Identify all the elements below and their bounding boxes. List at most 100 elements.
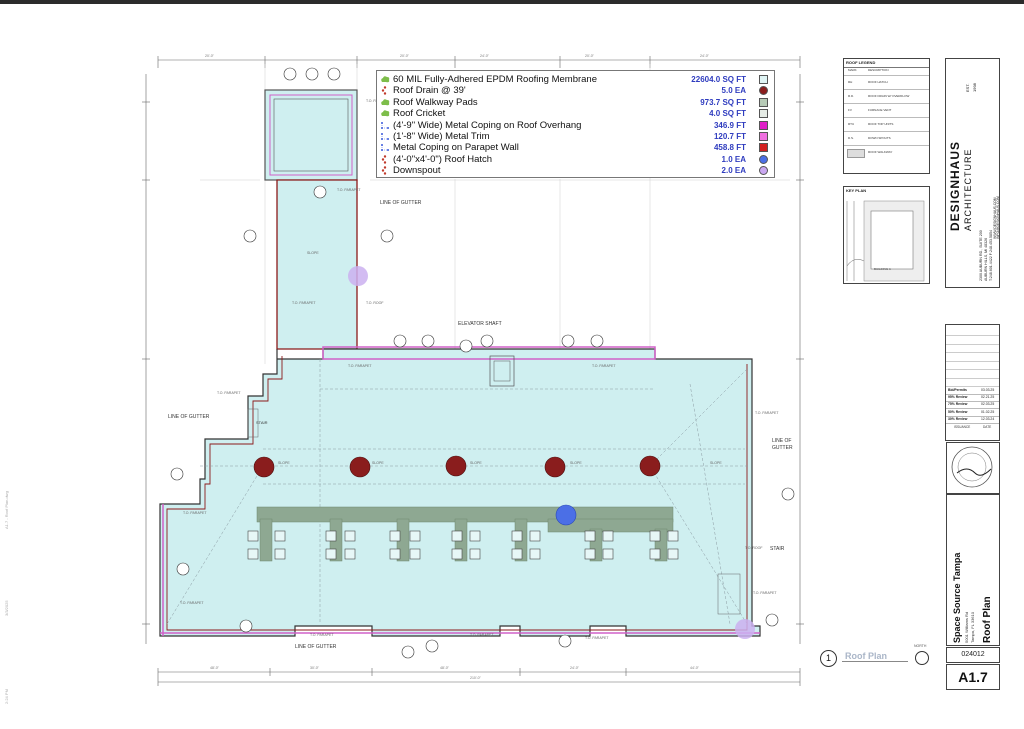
- roof-legend-desc: ROOF TOP UNITS: [868, 122, 894, 126]
- issuance-label: 75% Review: [948, 402, 968, 407]
- project-address-1: 5001 Williams Rd: [964, 611, 969, 643]
- stair-label-left: STAIR: [256, 420, 268, 425]
- roof-drains: [253, 455, 661, 478]
- line-of-gutter-bottom: LINE OF GUTTER: [295, 644, 337, 650]
- legend-swatch: [759, 132, 768, 141]
- legend-item-description: Roof Walkway Pads: [393, 96, 478, 108]
- firm-address-2: AUBURN HILLS, MI 48326: [984, 237, 988, 281]
- roof-legend-row: R.D. ROOF DRAIN W/ OVERFLOW: [844, 89, 929, 104]
- svg-text:SLOPE: SLOPE: [278, 461, 290, 465]
- svg-text:T.O. PARAPET: T.O. PARAPET: [292, 301, 316, 305]
- window-top-bar: [0, 0, 1024, 4]
- issuance-date: 02.03.25: [981, 402, 995, 407]
- legend-item: Roof Drain @ 39'5.0 EA: [377, 85, 772, 96]
- professional-seal: [946, 442, 1000, 494]
- svg-text:T.O. ROOF: T.O. ROOF: [745, 546, 763, 550]
- elevator-shaft: [489, 355, 515, 387]
- legend-item-quantity: 120.7 FT: [713, 132, 746, 141]
- elevator-shaft-label: ELEVATOR SHAFT: [458, 321, 502, 327]
- legend-item: 60 MIL Fully-Adhered EPDM Roofing Membra…: [377, 74, 772, 85]
- dot-chain-icon: [380, 86, 390, 96]
- roof-hatch: [555, 504, 577, 526]
- roof-legend-row: RTU ROOF TOP UNITS: [844, 117, 929, 132]
- svg-text:T.O. PARAPET: T.O. PARAPET: [585, 636, 609, 640]
- issuance-table: Bid/Permits 03.03.25 95% Review 02.21.25 75%…: [945, 324, 1000, 441]
- drawing-title: 1 Roof Plan NORTH: [820, 644, 935, 674]
- svg-text:24'-0": 24'-0": [480, 54, 490, 58]
- cloud-icon: [380, 109, 390, 118]
- legend-swatch: [759, 154, 768, 164]
- issuance-header-label: ISSUANCE: [954, 424, 971, 429]
- issuance-label: 95% Review: [948, 394, 968, 399]
- line-of-gutter-left: LINE OF GUTTER: [168, 414, 210, 420]
- stair-lines: [247, 408, 741, 615]
- legend-swatch: [759, 75, 768, 84]
- project-name: Space Source Tampa: [952, 552, 962, 643]
- roof-legend-desc: ROOF DRAIN W/ OVERFLOW: [868, 94, 910, 98]
- drawing-number-circle: 1: [820, 650, 837, 667]
- svg-text:48'-0": 48'-0": [440, 666, 450, 670]
- seal-stamp-icon: [951, 446, 993, 488]
- roof-legend-header-mark: MARK: [848, 68, 857, 72]
- svg-text:T.O. PARAPET: T.O. PARAPET: [755, 411, 779, 415]
- svg-text:210'-0": 210'-0": [470, 676, 482, 680]
- svg-text:SLOPE: SLOPE: [307, 251, 319, 255]
- issuance-blank-row: [946, 327, 999, 336]
- firm-est: EST.: [965, 83, 970, 92]
- roof-slope-lines: [166, 359, 750, 625]
- roof-upper-tower: [264, 89, 358, 350]
- drawing-name: Roof Plan: [845, 651, 887, 661]
- dotted-line-icon: [380, 132, 390, 141]
- roof-legend-desc: ROOF WALKWAY: [868, 150, 893, 154]
- issuance-label: 50% Review: [948, 409, 968, 414]
- dotted-line-icon: [380, 121, 390, 130]
- legend-item-quantity: 2.0 EA: [721, 166, 746, 176]
- legend-item-description: Downspout: [393, 165, 441, 177]
- svg-text:SLOPE: SLOPE: [372, 461, 384, 465]
- roof-legend-mark: RH: [848, 80, 853, 84]
- legend-swatch: [759, 143, 768, 153]
- issuance-label: 30% Review: [948, 417, 968, 422]
- issuance-row: 75% Review 02.03.25: [946, 401, 999, 410]
- issuance-blank-row: [946, 336, 999, 345]
- key-plan: KEY PLAN BUILDING A: [843, 186, 930, 284]
- legend-swatch: [759, 86, 768, 96]
- issuance-blank-row: [946, 344, 999, 353]
- issuance-blank-row: [946, 370, 999, 379]
- roof-legend-mark: RTU: [848, 122, 855, 126]
- roof-legend-row: D.S.DOWN SPOUTS: [844, 131, 929, 146]
- legend-item-quantity: 4.0 SQ FT: [709, 109, 746, 119]
- svg-text:20'-0": 20'-0": [585, 54, 595, 58]
- roof-legend-header-desc: DESCRIPTION: [868, 68, 889, 72]
- sheet-number: A1.7: [946, 664, 1000, 690]
- svg-text:T.O. PARAPET: T.O. PARAPET: [337, 188, 361, 192]
- top-dimensions: [142, 56, 804, 686]
- svg-text:T.O. PARAPET: T.O. PARAPET: [183, 511, 207, 515]
- roof-legend-row: ROOF WALKWAY: [844, 145, 929, 160]
- legend-item: Downspout 2.0 EA: [377, 165, 772, 176]
- project-number: 024012: [946, 647, 1000, 663]
- roof-legend-desc: ROOF HATCH: [868, 80, 888, 84]
- sheet-title: Roof Plan: [982, 596, 993, 643]
- svg-text:T.O. PARAPET: T.O. PARAPET: [180, 601, 204, 605]
- legend-swatch: [759, 166, 768, 176]
- legend-item-quantity: 346.9 FT: [713, 120, 746, 130]
- svg-text:24'-0": 24'-0": [570, 666, 580, 670]
- stair-label-right: STAIR: [770, 546, 785, 552]
- main-roof-area: [159, 348, 761, 637]
- key-plan-title: KEY PLAN: [846, 188, 867, 193]
- firm-block: DESIGNHAUS ARCHITECTURE EST. 1998 2300 A…: [945, 58, 1000, 288]
- roof-legend-mark: R.D.: [848, 94, 854, 98]
- rtu-units: [247, 530, 679, 560]
- issuance-label: Bid/Permits: [948, 387, 967, 392]
- issuance-date: 03.03.25: [981, 387, 995, 392]
- issuance-date: 01.02.25: [981, 409, 995, 414]
- issuance-date: 02.21.25: [981, 394, 995, 399]
- project-block: Space Source Tampa 5001 Williams Rd Tamp…: [946, 494, 1000, 646]
